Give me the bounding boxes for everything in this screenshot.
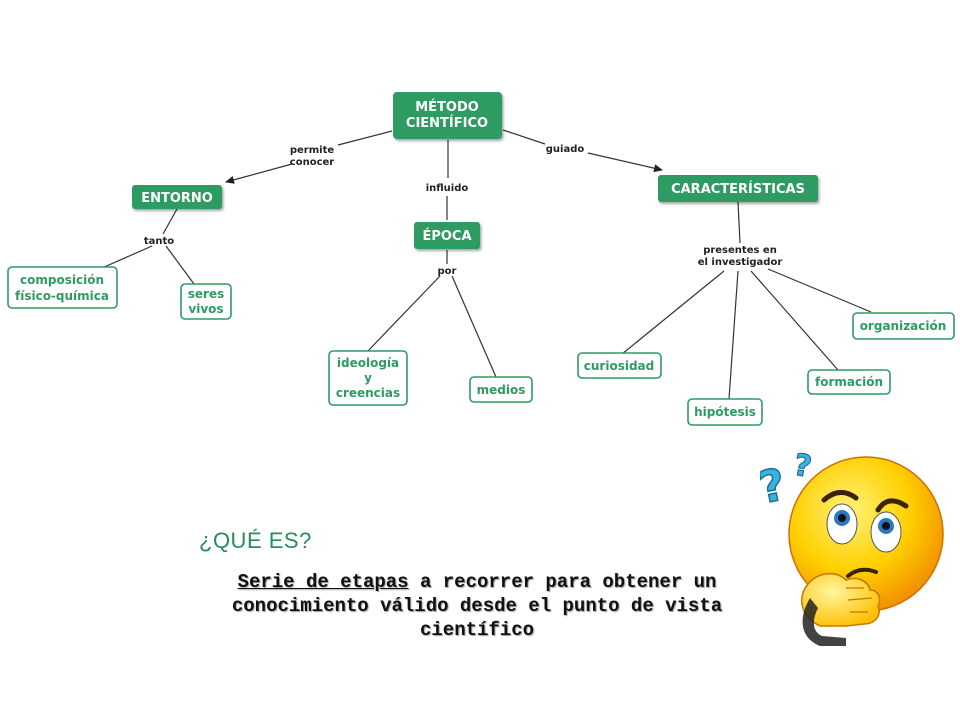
leaf-hipotesis[interactable]: hipótesis [687,398,763,426]
edge-presentes-curiosidad [621,270,725,355]
leaf-medios[interactable]: medios [469,376,533,403]
leaf-curiosidad[interactable]: curiosidad [577,352,662,379]
edge-tanto-composicion [101,245,153,269]
definition-underlined-term: Serie de etapas [237,571,409,593]
link-label-tanto: tanto [144,236,174,247]
question-mark-icon: ? [760,459,790,514]
leaf-medios-label: medios [477,383,526,397]
edge-root-guiado [502,129,546,145]
edge-por-medios [451,275,497,378]
edge-presentes-formacion [750,270,839,371]
edge-tanto-seres [165,245,195,285]
node-caracteristicas[interactable]: CARACTERÍSTICAS [658,175,818,202]
link-label-influido: influido [426,183,469,194]
edge-guiado-caracteristicas [587,152,663,173]
edges [101,129,872,400]
node-epoca[interactable]: ÉPOCA [414,222,480,249]
node-epoca-label: ÉPOCA [422,228,471,244]
leaf-formacion[interactable]: formación [807,369,891,395]
page-heading: ¿QUÉ ES? [199,528,312,553]
edge-entorno-tanto [162,208,178,235]
node-caracteristicas-label: CARACTERÍSTICAS [671,181,805,197]
node-entorno[interactable]: ENTORNO [132,185,222,209]
node-entorno-label: ENTORNO [141,191,213,206]
edge-presentes-organizacion [767,268,872,313]
edge-caract-presentes [737,201,741,244]
leaf-formacion-label: formación [815,375,883,389]
leaf-organizacion-label: organización [860,319,947,333]
definition-text: Serie de etapas a recorrer para obtener … [196,570,758,642]
edge-root-permite [337,130,393,146]
thinking-face-icon: ? ? [760,448,944,646]
link-label-guiado: guiado [546,144,585,155]
edge-presentes-hipotesis [728,270,739,400]
edge-por-ideologia [366,275,441,353]
edge-permite-entorno [225,163,293,184]
leaf-hipotesis-label: hipótesis [694,405,756,419]
leaf-curiosidad-label: curiosidad [584,359,654,373]
link-label-por: por [438,266,457,277]
definition-rest: a recorrer para obtener un conocimiento … [231,571,723,641]
leaf-organizacion[interactable]: organización [852,312,955,340]
